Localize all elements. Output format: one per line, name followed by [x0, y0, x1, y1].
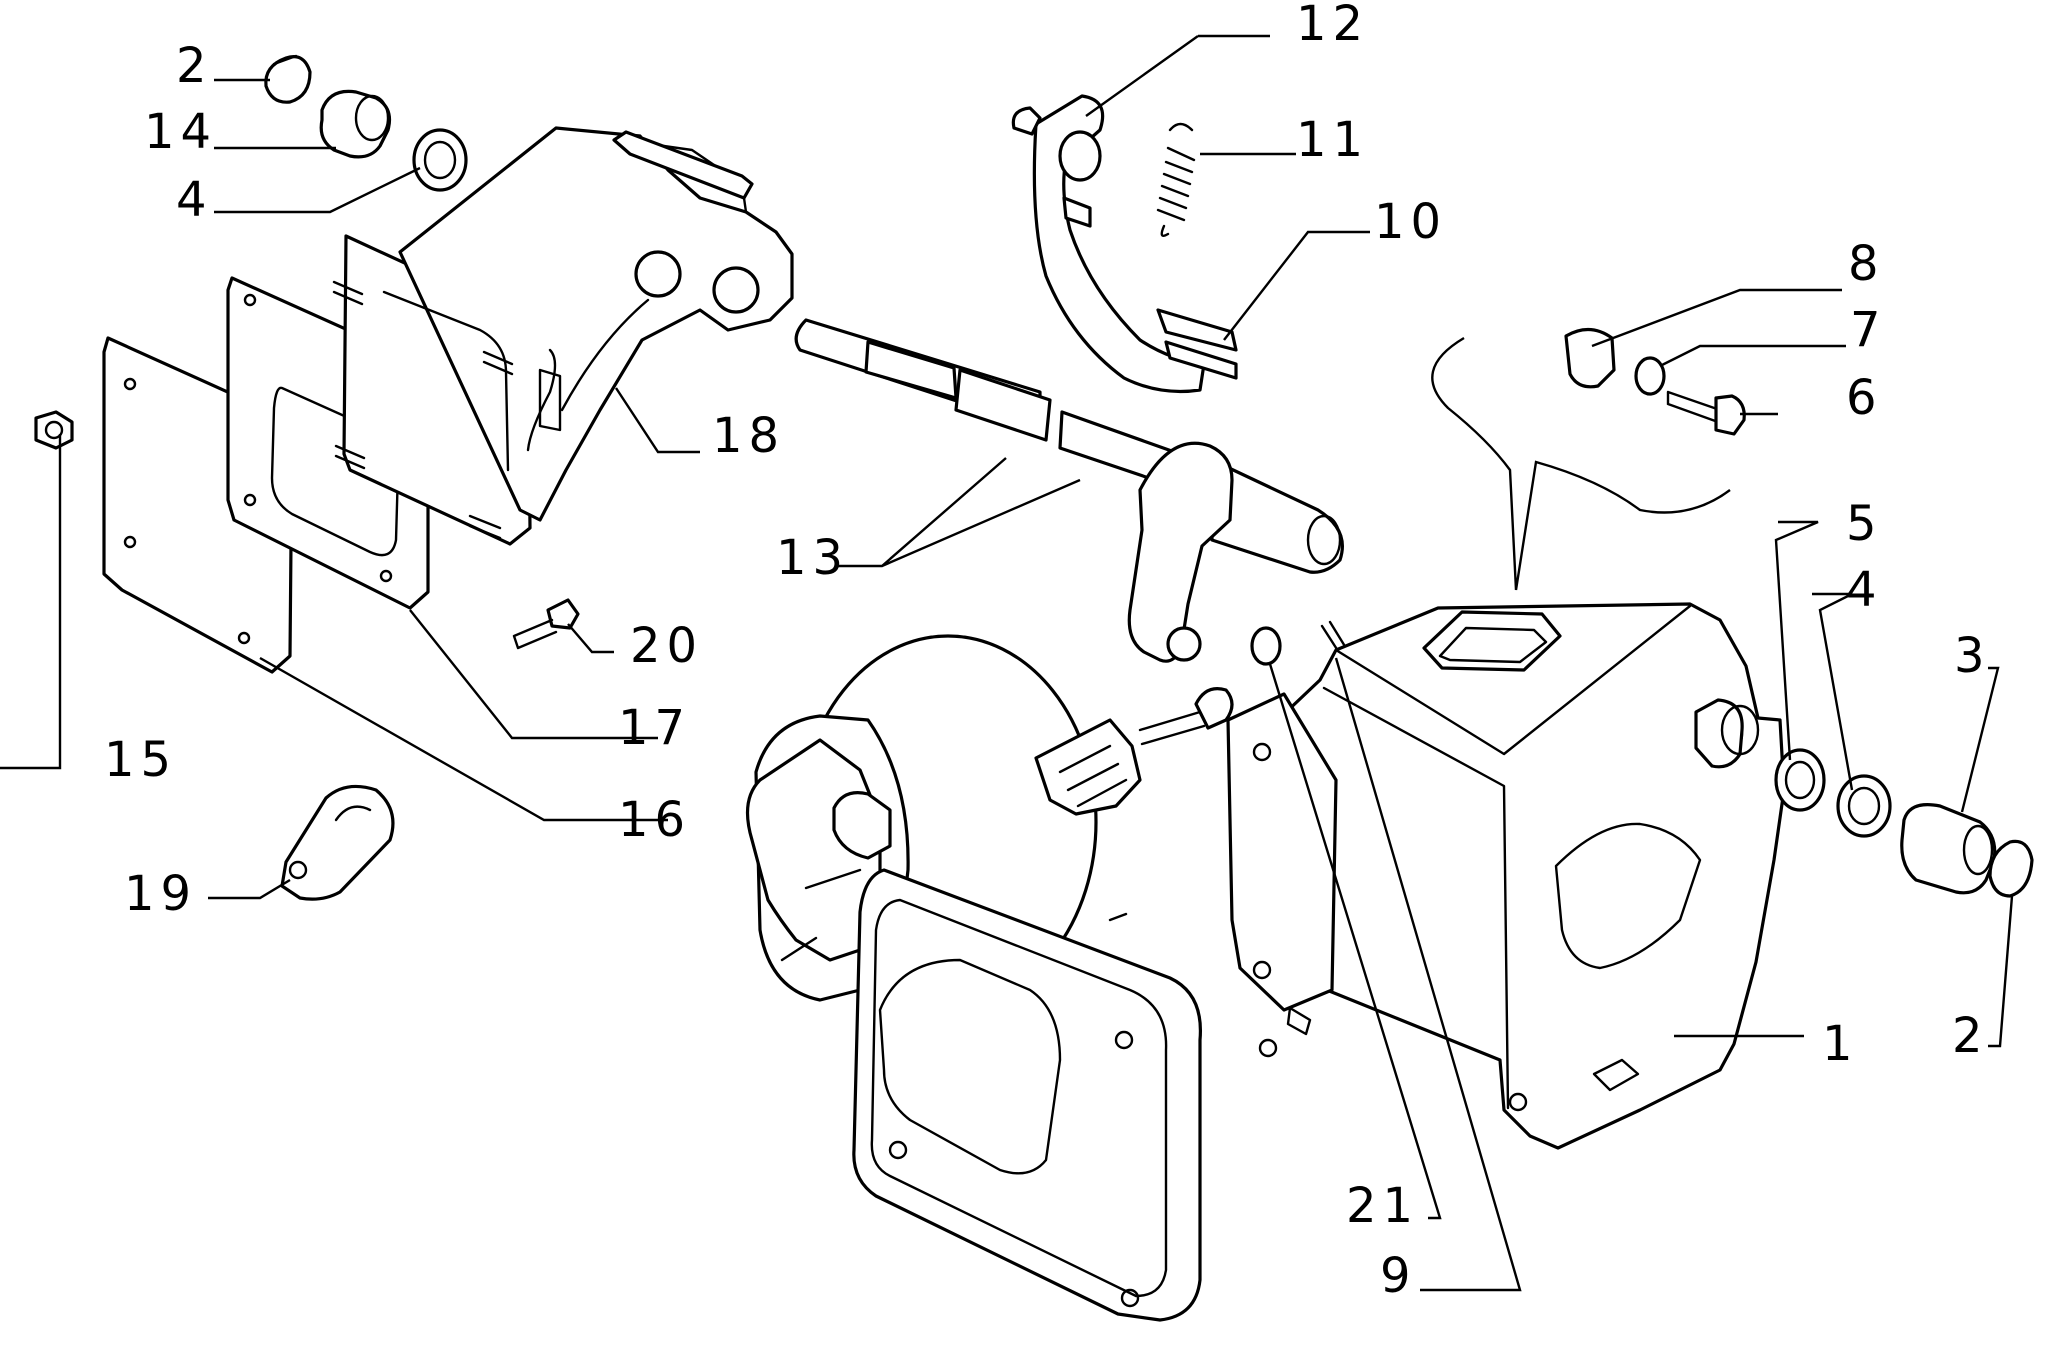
callout-19: 19 — [124, 866, 197, 922]
clip-10 — [1156, 308, 1238, 380]
pedal-bracket-18 — [332, 126, 794, 546]
bushing-14 — [319, 89, 392, 159]
callout-17: 17 — [618, 700, 691, 756]
nut-15 — [34, 410, 74, 450]
callout-18: 18 — [712, 408, 785, 464]
washer-21 — [1250, 626, 1282, 666]
circlip-2-right — [1988, 839, 2034, 898]
callout-15: 15 — [104, 732, 177, 788]
callout-4-right-label: 4 — [1846, 562, 1883, 618]
callout-14: 14 — [144, 104, 217, 160]
bolt-20 — [512, 598, 580, 650]
callout-1: 1 — [1822, 1016, 1859, 1072]
callout-7: 7 — [1850, 302, 1887, 358]
callout-2-right: 2 — [1952, 1008, 1989, 1064]
callout-5: 5 — [1846, 496, 1883, 552]
washer-7 — [1634, 356, 1666, 396]
bolt-6 — [1666, 390, 1746, 436]
bushing-3 — [1900, 803, 1997, 895]
callout-13: 13 — [776, 530, 849, 586]
callout-9: 9 — [1380, 1248, 1417, 1304]
leader-lines — [0, 34, 2014, 1292]
callout-6: 6 — [1846, 370, 1883, 426]
callout-21: 21 — [1346, 1178, 1419, 1234]
callout-12: 12 — [1296, 0, 1369, 52]
pedal-box-1 — [1226, 602, 1786, 1150]
return-spring-11 — [1156, 122, 1196, 237]
ring-5 — [1774, 748, 1826, 812]
callout-3: 3 — [1954, 628, 1991, 684]
callout-8: 8 — [1848, 236, 1885, 292]
callout-16: 16 — [618, 792, 691, 848]
cable-clip-19 — [280, 784, 395, 901]
callout-labels: 12 11 10 8 7 6 5 3 2 1 21 13 14 2 18 20 … — [104, 0, 1991, 1234]
callout-2-left: 2 — [176, 38, 213, 94]
callout-20: 20 — [630, 618, 703, 674]
callout-labels-extra: 4 4 9 — [176, 172, 1883, 1304]
callout-11: 11 — [1296, 112, 1369, 168]
callout-10: 10 — [1374, 194, 1447, 250]
pedal-box-outline-guide — [1431, 336, 1731, 591]
ring-4-left — [412, 128, 468, 192]
circlip-2-left — [264, 54, 312, 104]
callout-4-left-label: 4 — [176, 172, 213, 228]
nut-8 — [1564, 327, 1616, 389]
servo-gasket — [852, 868, 1203, 1322]
pedal-shaft-13 — [794, 318, 1344, 663]
ring-4-right — [1836, 774, 1892, 838]
